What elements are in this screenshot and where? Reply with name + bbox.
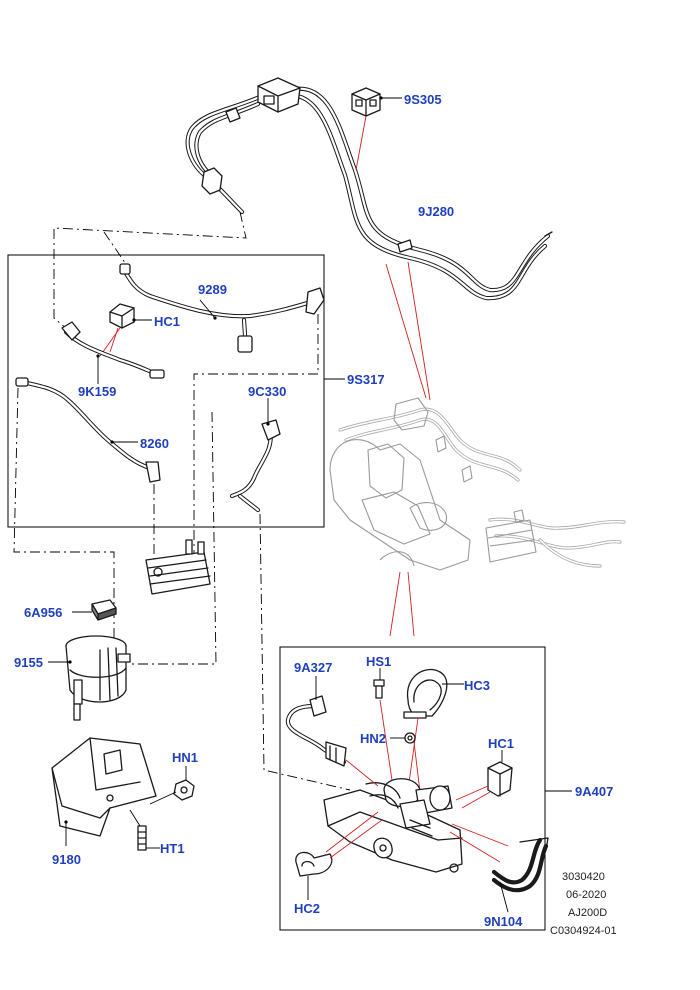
assembly-overview-ghost xyxy=(329,397,626,571)
callout-hc2: HC2 xyxy=(294,901,320,916)
callout-hc1-top: HC1 xyxy=(154,314,180,329)
callout-9180: 9180 xyxy=(52,852,81,867)
fuel-filter-9155 xyxy=(65,635,131,721)
connector-9s305 xyxy=(351,87,381,117)
route-top-to-9s317 xyxy=(53,211,247,331)
ref-number: 3030420 xyxy=(562,871,605,883)
pipe-8260 xyxy=(15,377,161,483)
clamp-hc3 xyxy=(403,668,448,719)
pipe-9289 xyxy=(119,263,325,353)
pipe-9k159 xyxy=(61,321,165,379)
callout-9a327: 9A327 xyxy=(294,660,332,675)
fuel-cooler xyxy=(145,539,211,595)
part-6a956 xyxy=(91,599,117,621)
callout-9n104: 9N104 xyxy=(484,914,523,929)
stud-ht1 xyxy=(137,825,147,851)
frame-9s317 xyxy=(7,254,325,528)
callout-9c330: 9C330 xyxy=(248,384,286,399)
callout-hc1-right: HC1 xyxy=(488,736,514,751)
callout-9s305: 9S305 xyxy=(404,92,442,107)
screw-hs1 xyxy=(373,679,385,699)
callout-hc3: HC3 xyxy=(464,678,490,693)
nut-hn1 xyxy=(173,779,195,801)
clip-hc2 xyxy=(295,851,333,877)
pipe-9c330 xyxy=(229,419,281,513)
callout-9j280: 9J280 xyxy=(418,204,454,219)
fuel-pipe-assembly-9j280 xyxy=(185,77,553,301)
callout-9155: 9155 xyxy=(14,655,43,670)
frame-9a407 xyxy=(279,646,546,931)
callout-6a956: 6A956 xyxy=(24,605,62,620)
callout-hn1: HN1 xyxy=(172,750,198,765)
callout-9s317: 9S317 xyxy=(347,372,385,387)
assembly-body-9a407 xyxy=(323,778,463,873)
heat-shield-9180 xyxy=(51,737,157,837)
ref-model: AJ200D xyxy=(568,907,607,919)
clip-hc1-right xyxy=(487,761,513,797)
callout-8260: 8260 xyxy=(140,436,169,451)
ref-illustration-id: C0304924-01 xyxy=(550,925,617,937)
nut-hn2 xyxy=(404,732,416,744)
ref-date: 06-2020 xyxy=(566,889,606,901)
clip-hc1-top xyxy=(109,303,135,329)
callout-hs1: HS1 xyxy=(366,654,391,669)
red-leader-9s305 xyxy=(355,115,367,171)
callout-ht1: HT1 xyxy=(160,841,185,856)
hose-9a327 xyxy=(285,695,347,767)
hose-9n104 xyxy=(491,837,549,893)
callout-9a407: 9A407 xyxy=(575,784,613,799)
callout-9289: 9289 xyxy=(198,282,227,297)
callout-hn2: HN2 xyxy=(360,731,386,746)
callout-9k159: 9K159 xyxy=(78,384,116,399)
